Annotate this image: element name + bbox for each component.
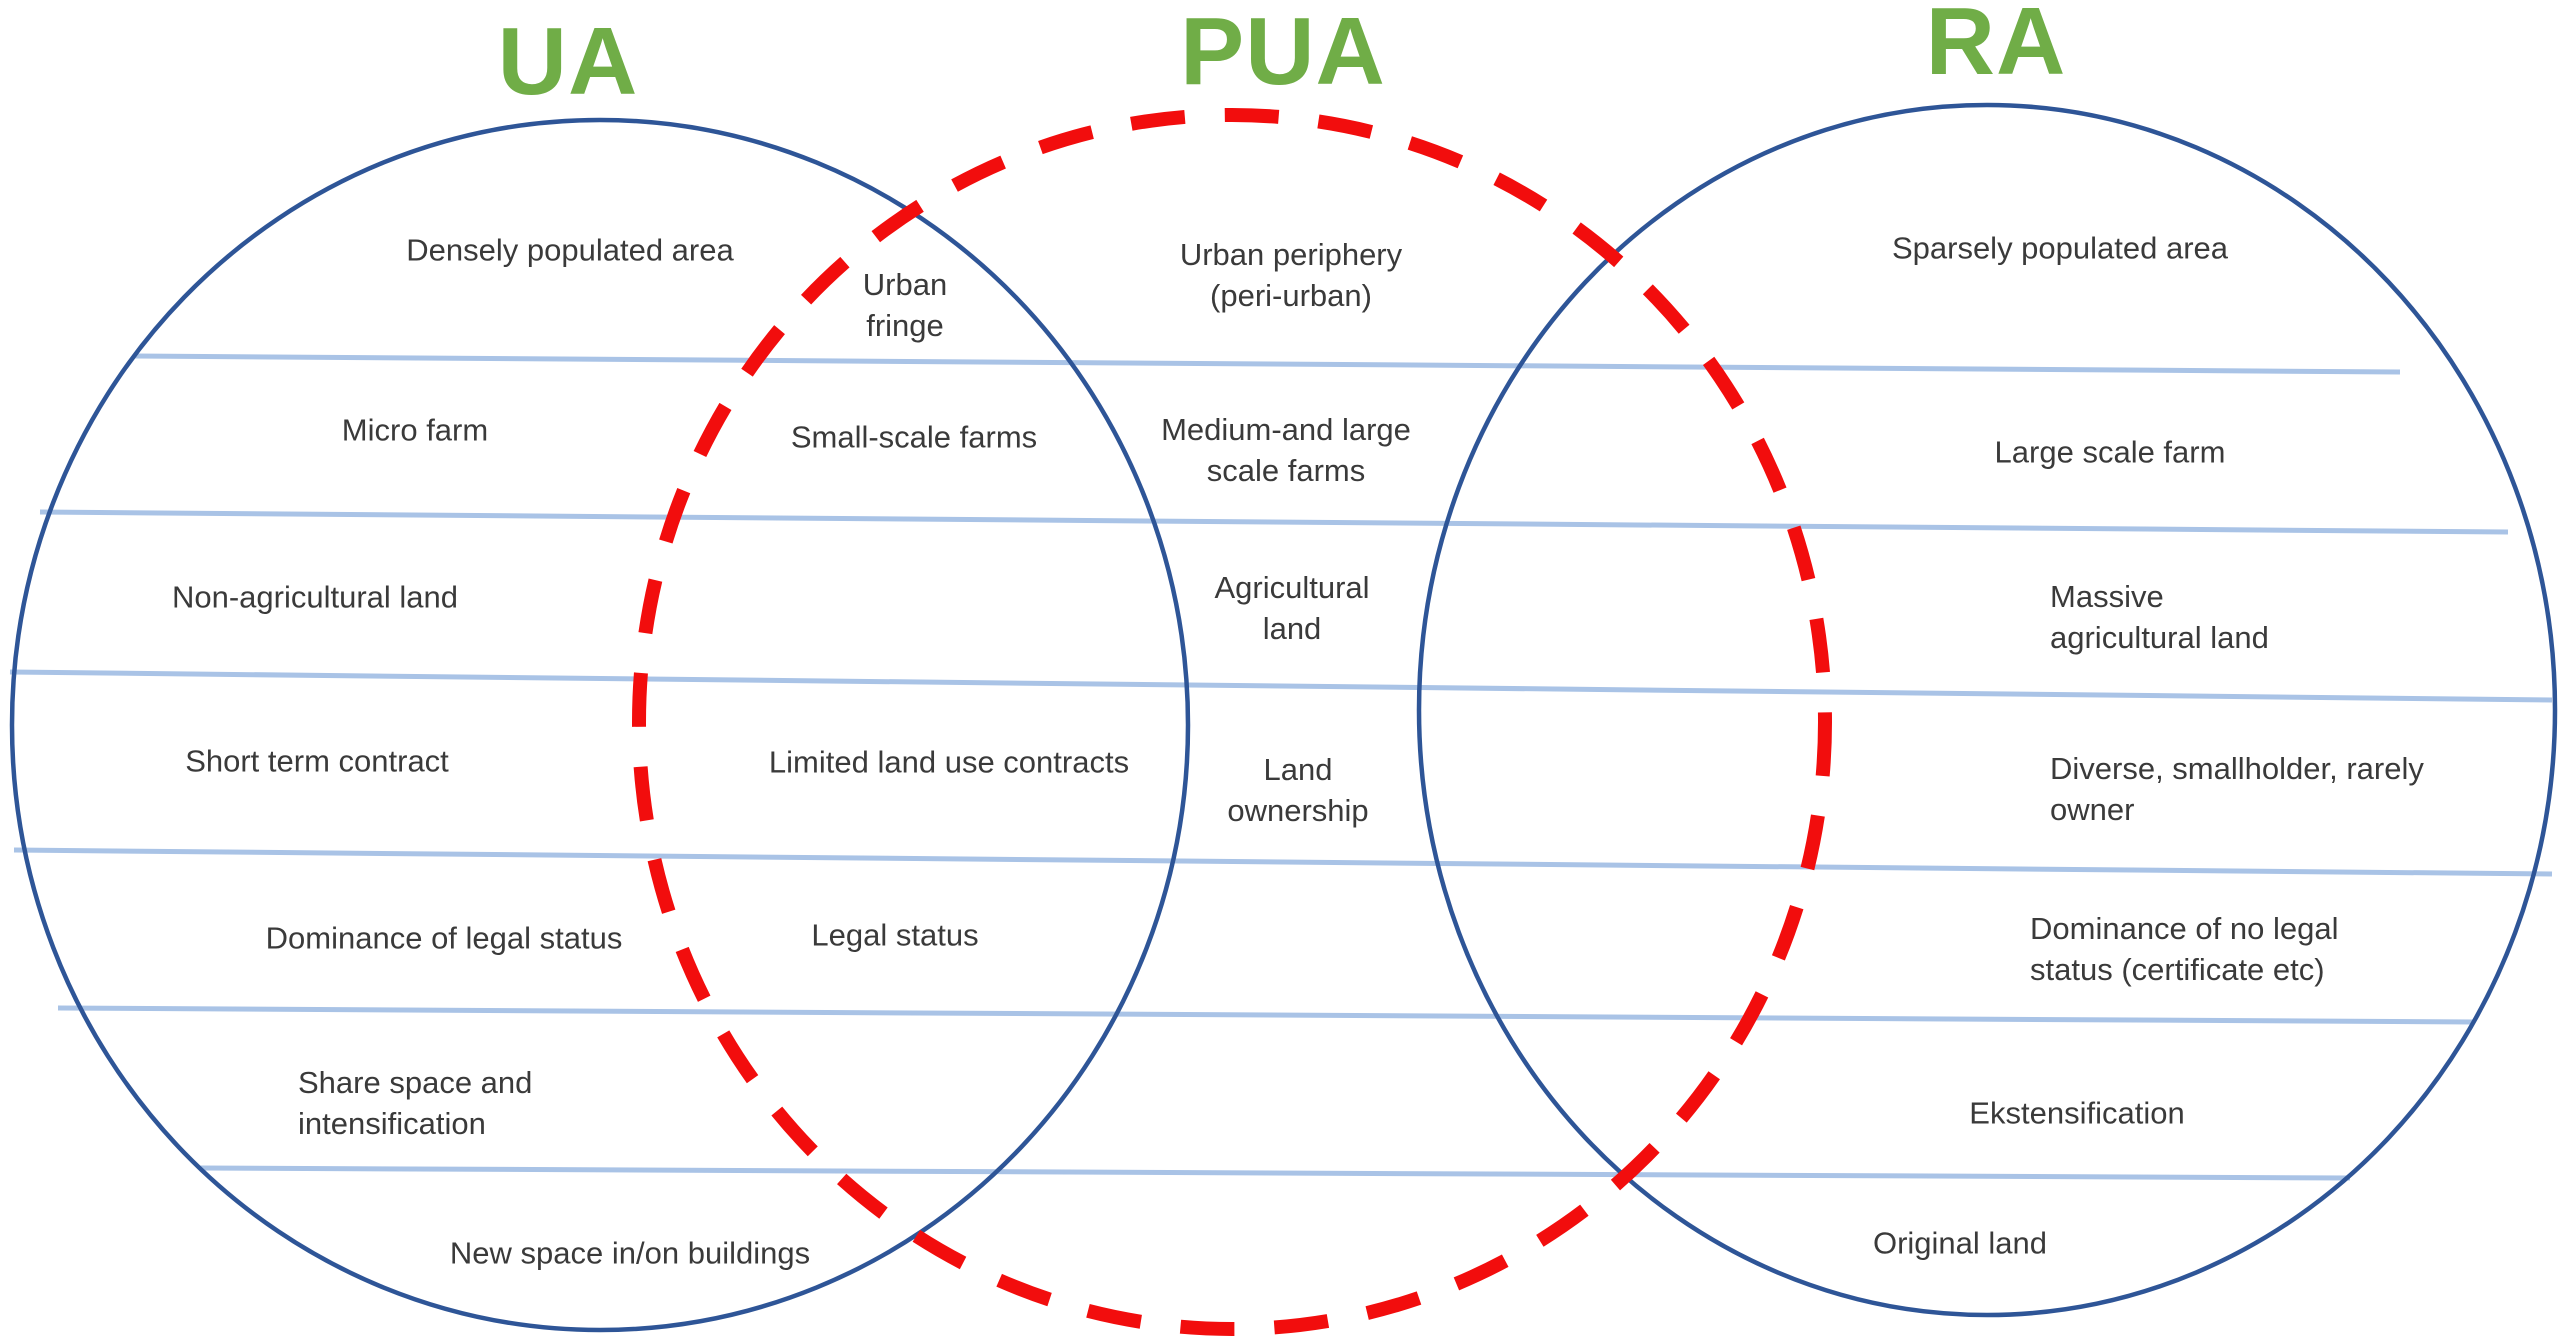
row-divider-line-2 <box>39 509 2509 535</box>
label-limited-land-use-contracts: Limited land use contracts <box>768 744 1130 780</box>
label-massive-agricultural-land: Massive agricultural land <box>2050 579 2269 655</box>
label-legal-status: Legal status <box>811 917 979 953</box>
ra-circle <box>1416 102 2558 1318</box>
pua-dashed-circle <box>632 108 1832 1336</box>
label-ekstensification: Ekstensification <box>1969 1095 2185 1131</box>
label-diverse-smallholder: Diverse, smallholder, rarely owner <box>2050 751 2424 827</box>
label-urban-fringe: Urban fringe <box>862 267 948 343</box>
label-densely-populated-area: Densely populated area <box>406 232 734 268</box>
row-divider-line-4 <box>13 847 2553 877</box>
label-dominance-no-legal-status: Dominance of no legal status (certificat… <box>2030 911 2339 987</box>
row-divider-line-6 <box>199 1165 2351 1181</box>
label-urban-periphery: Urban periphery (peri-urban) <box>1179 237 1403 313</box>
label-new-space-buildings: New space in/on buildings <box>449 1235 811 1271</box>
label-micro-farm: Micro farm <box>341 412 489 448</box>
label-original-land: Original land <box>1872 1225 2048 1261</box>
label-non-agricultural-land: Non-agricultural land <box>171 579 459 615</box>
label-medium-large-scale-farms: Medium-and large scale farms <box>1161 412 1411 488</box>
label-agricultural-land: Agricultural land <box>1214 570 1370 646</box>
label-large-scale-farm: Large scale farm <box>1994 434 2226 470</box>
title-ua: UA <box>497 8 639 115</box>
label-small-scale-farms: Small-scale farms <box>790 419 1038 455</box>
row-divider-line-5 <box>57 1005 2475 1025</box>
label-short-term-contract: Short term contract <box>185 743 449 779</box>
label-sparsely-populated-area: Sparsely populated area <box>1891 230 2229 266</box>
label-dominance-of-legal-status: Dominance of legal status <box>265 920 623 956</box>
ua-circle <box>9 117 1191 1333</box>
row-divider-line-3 <box>9 669 2553 703</box>
label-land-ownership: Land ownership <box>1227 752 1369 828</box>
title-pua: PUA <box>1180 0 1386 105</box>
title-ra: RA <box>1925 0 2067 95</box>
label-share-space-intensification: Share space and intensification <box>298 1065 533 1141</box>
row-divider-line-1 <box>134 353 2401 375</box>
